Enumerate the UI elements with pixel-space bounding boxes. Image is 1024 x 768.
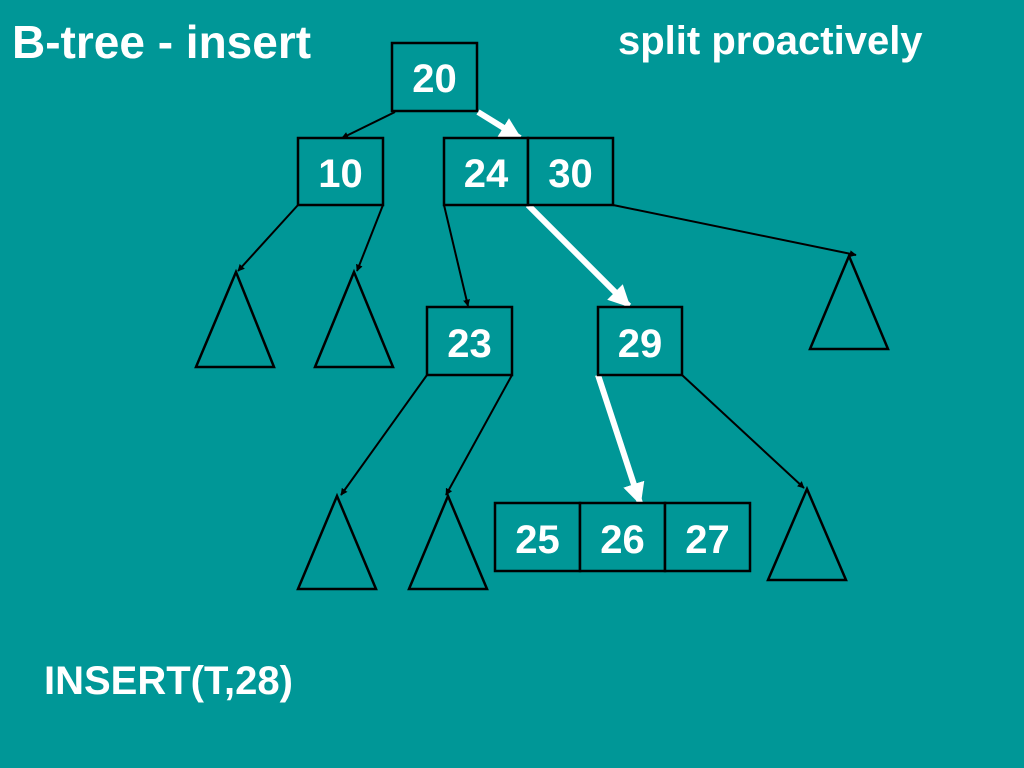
key-cell [596,305,684,377]
edge-root-left [341,111,396,139]
node-29: 29 [596,305,684,377]
key-cell [663,501,752,573]
subtree-triangle [808,252,890,351]
edge-left-subtree-1 [237,204,299,272]
slide-title: B-tree - insert [12,16,312,68]
subtree-triangle [194,268,276,369]
key-cell [493,501,582,573]
slide-subtitle: split proactively [618,19,923,63]
search-path [476,109,645,506]
edge-right-node-23 [443,204,470,307]
key-text: 29 [618,322,663,366]
edge-left-subtree-2 [356,204,384,272]
insert-command: INSERT(T,28) [44,659,293,703]
child-pointers [237,111,857,496]
key-text: 30 [548,152,593,196]
key-cell [578,501,667,573]
subtrees [194,252,890,591]
edge-node29-subtree [681,374,805,489]
subtree-triangle [296,492,378,591]
edge-node23-subtree-1 [340,374,428,496]
subtree-triangle [313,268,395,369]
node-leaf-25-26-27: 25 26 27 [493,501,752,573]
path-right-node29 [525,202,632,309]
edge-node23-subtree-2 [445,374,513,496]
key-text: 24 [464,152,509,196]
key-text: 20 [412,57,457,101]
node-23: 23 [425,305,514,377]
key-text: 27 [685,518,730,562]
key-text: 10 [318,152,363,196]
path-root-right [476,109,522,141]
key-cell [442,136,530,207]
node-right: 24 30 [442,136,615,207]
node-root: 20 [390,41,479,113]
key-cell [390,41,479,113]
key-cell [296,136,385,207]
key-cell [526,136,615,207]
key-text: 23 [447,322,492,366]
edge-right-subtree [612,204,857,258]
subtree-triangle [766,485,848,582]
subtree-triangle [407,492,489,591]
node-left: 10 [296,136,385,207]
path-node29-leaf [595,374,645,506]
key-cell [425,305,514,377]
key-text: 25 [515,518,560,562]
key-text: 26 [600,518,645,562]
